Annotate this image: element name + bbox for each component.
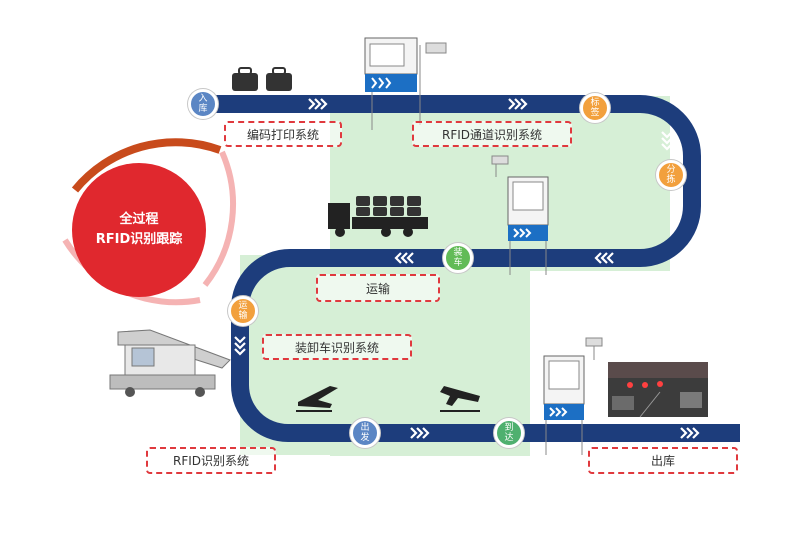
node-inbound: 入库 [188,89,218,119]
printer-gate-icon [364,37,447,130]
warehouse-photo-icon [608,362,708,418]
node-sort: 分拣 [656,160,686,190]
progress-ring [202,150,236,287]
airplane-landing-icon [440,386,480,412]
progress-ring [71,138,222,193]
node-label: 标签 [580,93,610,123]
flow-chevrons [234,98,700,439]
luggage-icon [232,67,292,91]
airplane-takeoff-icon [296,386,338,412]
rfid-reader-icon [543,337,603,455]
label-encode-print: 编码打印系统 [224,121,342,147]
node-load: 装车 [443,243,473,273]
loader-vehicle-icon [109,329,231,397]
label-transport: 运输 [316,274,440,302]
truck-icon [328,196,428,237]
process-badge: 全过程 RFID识别跟踪 [72,163,206,297]
node-depart: 出发 [350,418,380,448]
label-rfid-channel: RFID通道识别系统 [412,121,572,147]
label-rfid-system: RFID识别系统 [146,447,276,474]
label-outbound: 出库 [588,447,738,474]
label-loader: 装卸车识别系统 [262,334,412,360]
node-arrive: 到达 [494,418,524,448]
rfid-reader-icon [491,155,549,275]
badge-line2: RFID识别跟踪 [95,232,183,247]
badge-line1: 全过程 [119,212,159,227]
node-transport: 运输 [228,296,258,326]
